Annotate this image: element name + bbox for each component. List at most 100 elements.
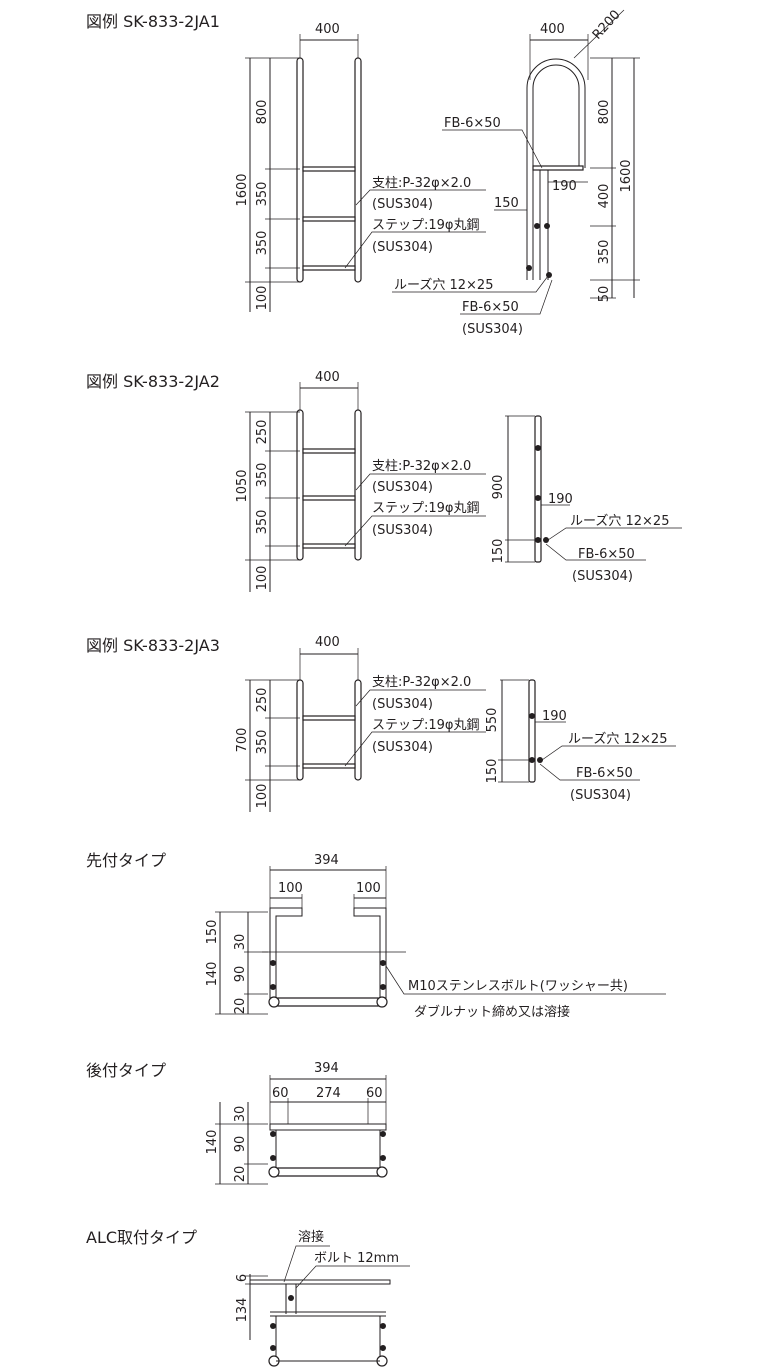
dim-seg: 550: [485, 708, 500, 733]
dim-seg: 134: [235, 1298, 250, 1323]
dim-seg: 20: [233, 1166, 248, 1183]
dim-seg: 100: [255, 566, 270, 591]
step: [302, 265, 356, 271]
bottom-step: [273, 997, 383, 1007]
bracket-right: [353, 907, 387, 1002]
right-pole: [354, 409, 362, 561]
dim-seg: 50: [597, 286, 612, 303]
dim-offset: 150: [494, 196, 519, 211]
dim-seg: 250: [255, 688, 270, 713]
step: [302, 495, 356, 501]
dim-arm-left: 100: [278, 881, 303, 896]
top-plate: [269, 1123, 387, 1131]
dim-seg: 800: [597, 100, 612, 125]
dim-seg: 150: [485, 759, 500, 784]
step: [302, 763, 356, 769]
bracket-left: [269, 907, 303, 1002]
dim-seg: 30: [233, 1106, 248, 1123]
side-view: 400 R200 800 400 350: [392, 7, 640, 337]
dim-radius: R200: [590, 7, 624, 42]
dim-total: 1600: [619, 159, 634, 192]
side-pole: [528, 679, 536, 783]
dim-seg: 350: [255, 463, 270, 488]
section-title: 先付タイプ: [86, 851, 166, 870]
note-weld: 溶接: [298, 1229, 324, 1245]
section-title: 図例 SK-833-2JA3: [86, 636, 220, 655]
note-slot: ルーズ穴 12×25: [568, 731, 667, 747]
section-sk-833-2ja1: 図例 SK-833-2JA1 400 1600 800 350 350 10: [86, 7, 640, 337]
note-step-material: (SUS304): [372, 240, 433, 255]
section-title: 後付タイプ: [86, 1061, 166, 1080]
dim-seg: 350: [597, 240, 612, 265]
dim-seg: 90: [233, 966, 248, 983]
dim-height: 140: [205, 1130, 220, 1155]
dim-seg: 350: [255, 510, 270, 535]
front-view: 400 1050 250 350 350 100 支柱:P-32φ×2.0: [235, 370, 486, 592]
dim-seg: 60: [366, 1086, 383, 1101]
note-fb-top: FB-6×50: [444, 116, 501, 131]
dim-width: 400: [540, 22, 565, 37]
note-step-spec: ステップ:19φ丸鋼: [372, 501, 480, 516]
dim-width: 394: [314, 853, 339, 868]
dim-width: 394: [314, 1061, 339, 1076]
handrail-arc-inner: [532, 64, 580, 280]
note-slot: ルーズ穴 12×25: [570, 513, 669, 529]
handrail-arc-outer: [526, 58, 586, 280]
dim-seg: 20: [233, 998, 248, 1015]
note-fb-material: (SUS304): [570, 788, 631, 803]
note-fb-material: (SUS304): [572, 569, 633, 584]
left-pole: [296, 57, 304, 283]
dim-seg: 250: [255, 420, 270, 445]
note-step-spec: ステップ:19φ丸鋼: [372, 218, 480, 233]
dim-seg: 30: [233, 934, 248, 951]
dim-seg: 350: [255, 730, 270, 755]
dim-bracket: 190: [548, 492, 573, 507]
section-front-mount: 先付タイプ 394 100 100 150 140 30 90 20: [86, 851, 666, 1020]
front-view: 400 700 250 350 100 支柱:P-32φ×2.0 (SUS304…: [235, 635, 486, 812]
note-bolt: M10ステンレスボルト(ワッシャー共): [408, 979, 628, 994]
note-nut: ダブルナット締め又は溶接: [414, 1004, 570, 1020]
step: [302, 166, 356, 172]
right-pole: [354, 679, 362, 781]
dim-width: 400: [315, 635, 340, 650]
side-pole: [534, 415, 542, 563]
step: [302, 543, 356, 549]
section-sk-833-2ja3: 図例 SK-833-2JA3 400 700 250 350 100 支柱:P-…: [86, 635, 676, 812]
section-sk-833-2ja2: 図例 SK-833-2JA2 400 1050 250 350 350 100: [86, 370, 682, 592]
front-view: 400 1600 800 350 350 100 支柱: [235, 22, 486, 312]
dim-seg: 900: [491, 475, 506, 500]
dim-width: 400: [315, 370, 340, 385]
note-pole-material: (SUS304): [372, 197, 433, 212]
dim-bracket: 190: [542, 709, 567, 724]
alc-slab-top: [249, 1279, 391, 1285]
section-title: ALC取付タイプ: [86, 1228, 197, 1247]
dim-seg: 800: [255, 100, 270, 125]
bottom-step: [273, 1167, 383, 1177]
note-pole-spec: 支柱:P-32φ×2.0: [372, 675, 471, 690]
note-pole-spec: 支柱:P-32φ×2.0: [372, 176, 471, 191]
side-view: 900 150 190 ルーズ穴 12×25 FB-6×50 (SUS304): [491, 415, 682, 584]
section-title: 図例 SK-833-2JA1: [86, 12, 220, 31]
dim-width: 400: [315, 22, 340, 37]
section-title: 図例 SK-833-2JA2: [86, 372, 220, 391]
dim-seg: 350: [255, 182, 270, 207]
note-fb: FB-6×50: [578, 547, 635, 562]
dim-seg: 100: [255, 286, 270, 311]
note-bolt: ボルト 12mm: [314, 1251, 399, 1266]
dim-total: 1600: [235, 173, 250, 206]
dim-seg: 350: [255, 231, 270, 256]
dim-seg: 400: [597, 184, 612, 209]
note-step-spec: ステップ:19φ丸鋼: [372, 718, 480, 733]
note-step-material: (SUS304): [372, 740, 433, 755]
dim-seg: 6: [235, 1274, 250, 1282]
step: [302, 448, 356, 454]
dim-seg: 274: [316, 1086, 341, 1101]
dim-seg: 60: [272, 1086, 289, 1101]
note-fb: FB-6×50: [576, 766, 633, 781]
dim-total: 700: [235, 728, 250, 753]
dim-bracket: 190: [552, 179, 577, 194]
section-alc-mount: ALC取付タイプ 溶接 ボルト 12mm 6 134: [86, 1228, 410, 1367]
dim-seg: 100: [255, 784, 270, 809]
dim-height-inner: 140: [205, 962, 220, 987]
